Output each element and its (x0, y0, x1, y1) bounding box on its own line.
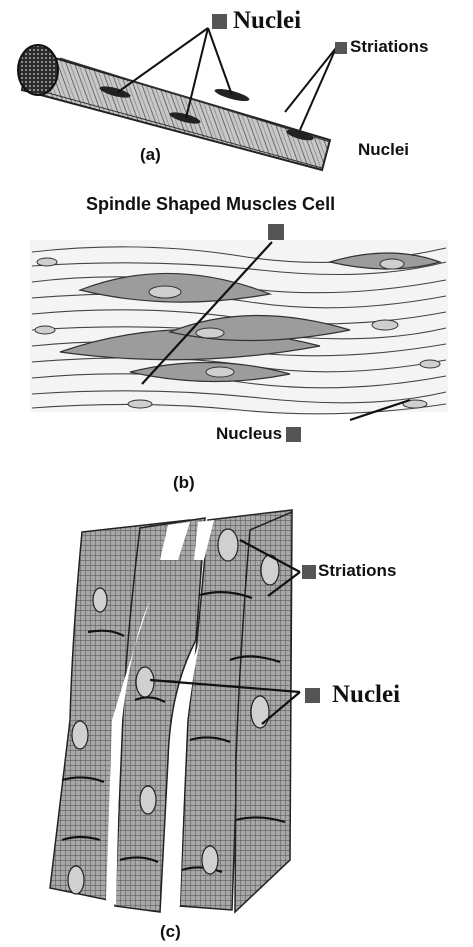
panel-a-striations-label: Striations (335, 37, 428, 57)
cardiac-muscle-illustration (50, 510, 292, 912)
striations-marker-icon (335, 42, 347, 54)
nucleus-marker-icon (286, 427, 301, 442)
panel-b-cell-marker-icon (268, 223, 284, 241)
striations-marker-icon (302, 565, 316, 579)
panel-a-nuclei-label-2: Nuclei (358, 140, 409, 160)
panel-b-nucleus-label: Nucleus (216, 424, 301, 444)
skeletal-fibre-illustration (18, 45, 330, 170)
nuclei-marker-icon (305, 688, 320, 703)
panel-c-nuclei-label: Nuclei (305, 680, 400, 709)
panel-c-striations-label: Striations (302, 561, 396, 581)
panel-b-title: Spindle Shaped Muscles Cell (86, 194, 335, 215)
nuclei-marker-icon (212, 14, 227, 29)
panel-a-nuclei-label: Nuclei (212, 6, 301, 35)
smooth-muscle-illustration (30, 240, 448, 414)
panel-b-caption: (b) (173, 473, 195, 493)
panel-a-caption: (a) (140, 145, 161, 165)
panel-c-caption: (c) (160, 922, 181, 942)
